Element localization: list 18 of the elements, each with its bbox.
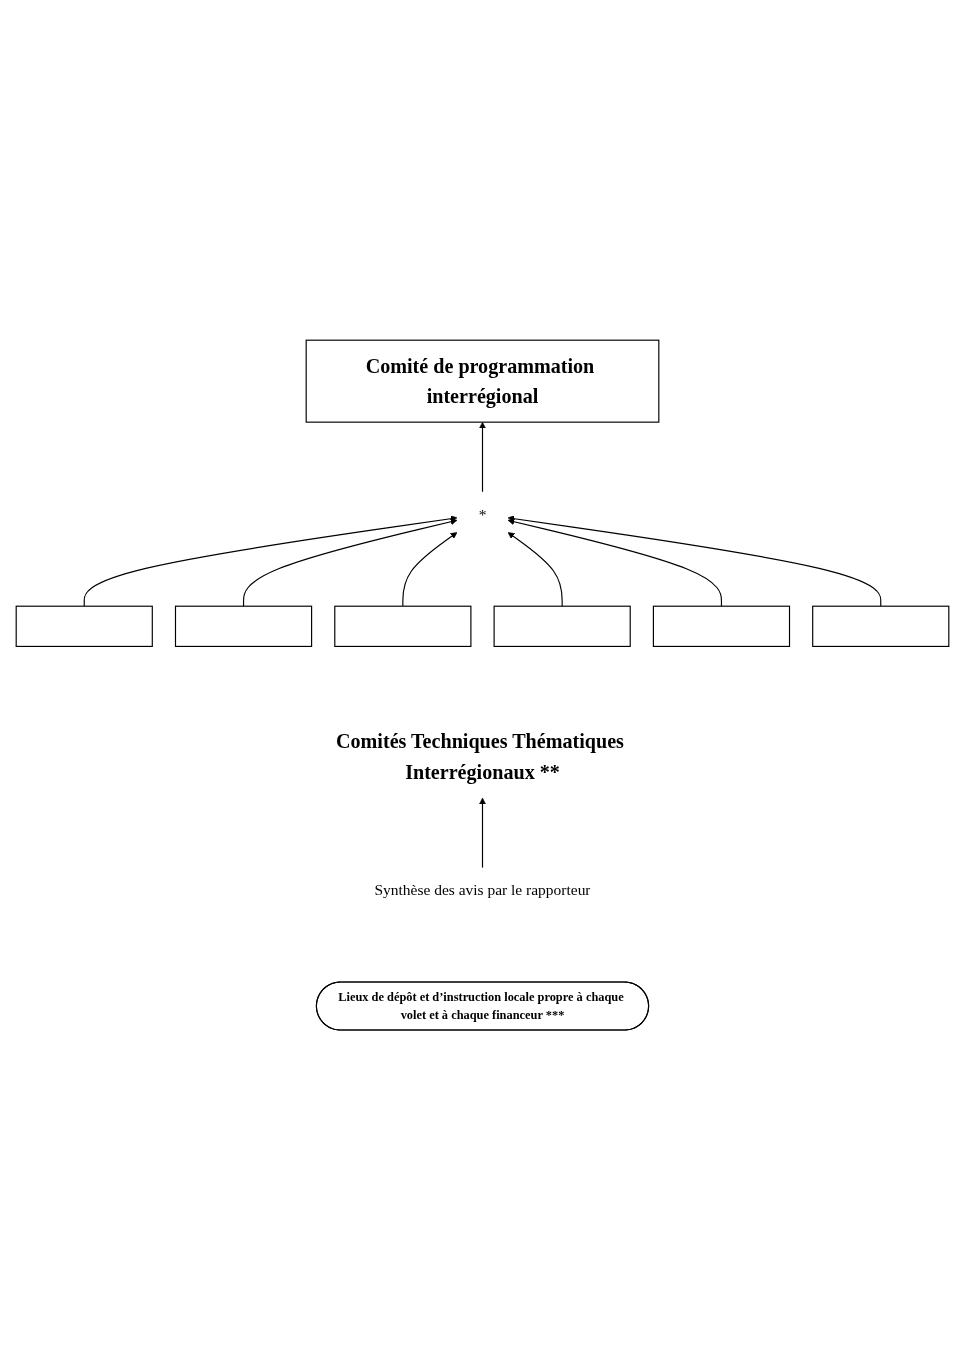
- arrow: [479, 422, 486, 493]
- node-text: *: [478, 506, 487, 524]
- arrow: [479, 798, 486, 869]
- node-text: Comités Techniques Thématiques Interrégionaux **: [336, 731, 624, 784]
- node-box: [334, 606, 472, 648]
- node-box: [493, 606, 631, 648]
- arrow: [83, 515, 458, 608]
- arrow: [507, 518, 723, 608]
- arrow: [507, 515, 882, 608]
- node-box: [812, 606, 950, 648]
- node-box: [652, 606, 791, 648]
- node-box: [15, 606, 153, 648]
- arrow: [402, 532, 458, 608]
- node-text: Synthèse des avis par le rapporteur: [374, 881, 591, 899]
- arrow: [242, 518, 458, 608]
- node-box: Comité de programmation interrégional: [305, 340, 660, 424]
- node-box: [174, 606, 313, 648]
- arrow: [507, 532, 563, 608]
